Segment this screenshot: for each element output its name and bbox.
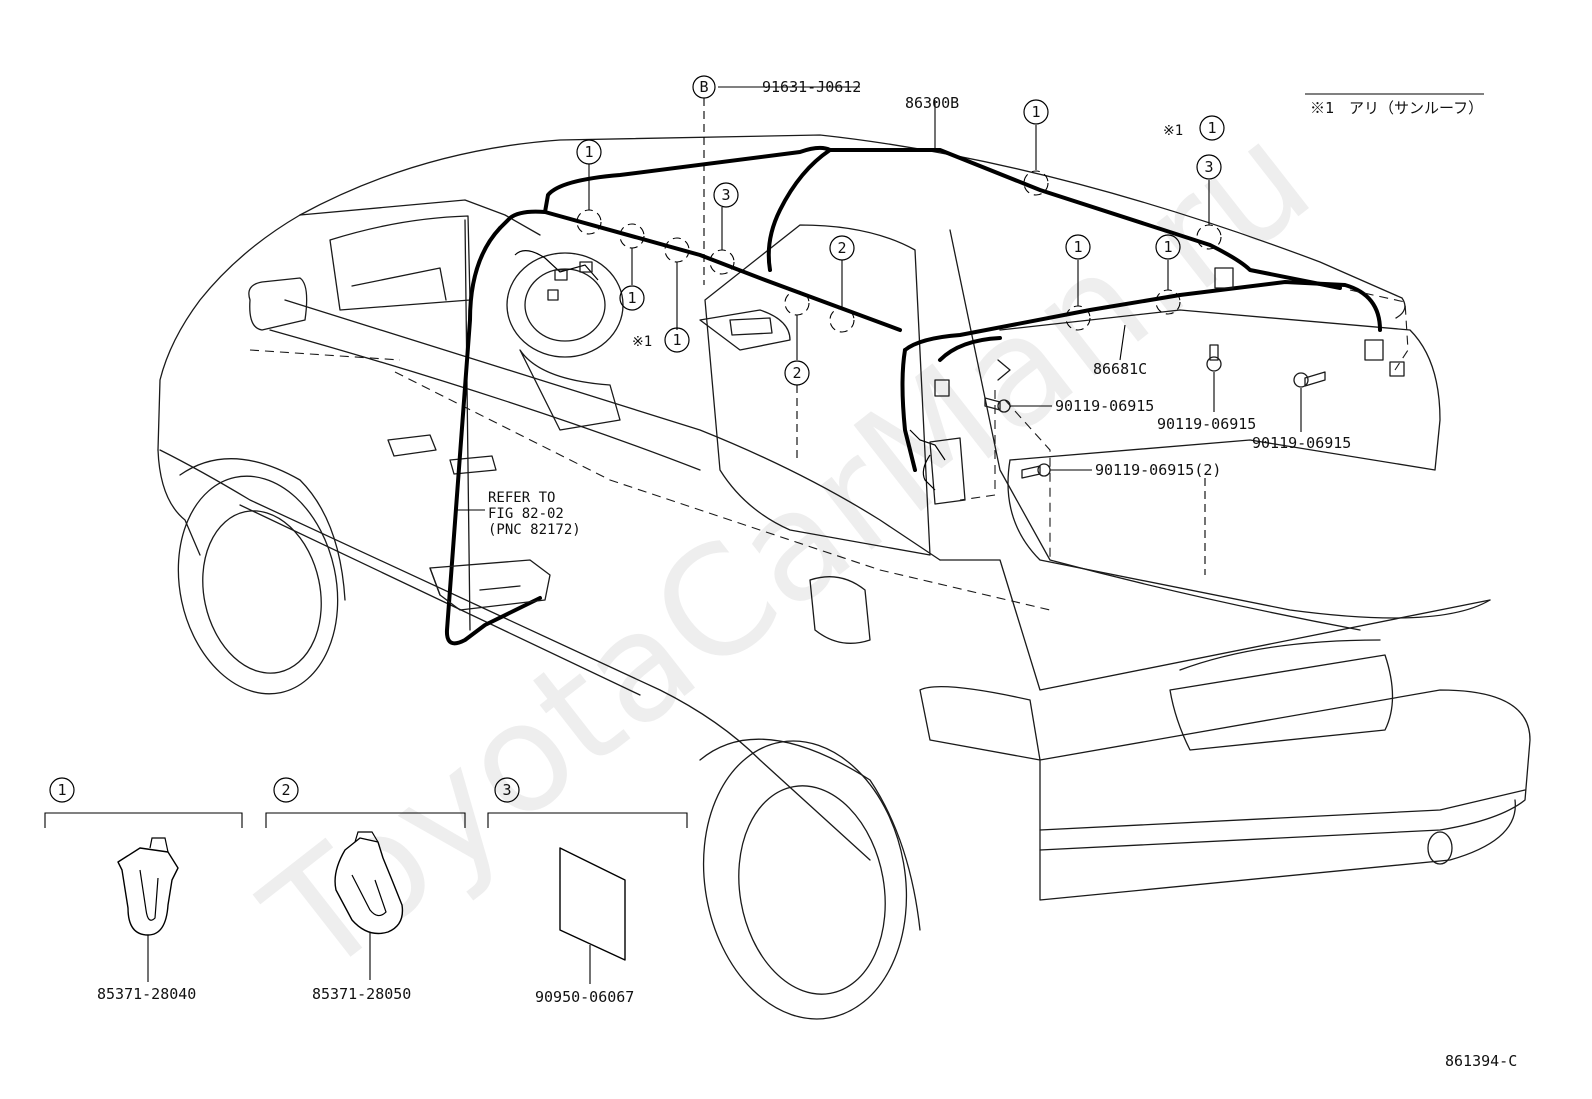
b-marker: B [692, 75, 716, 99]
note-ref-2: ※1 [632, 334, 652, 350]
refer-line-3: (PNC 82172) [488, 522, 581, 538]
svg-text:1: 1 [672, 331, 681, 349]
legend-item-1-part: 85371-28040 [97, 985, 196, 1003]
label-91631-j0612: 91631-J0612 [762, 78, 861, 96]
b-marker-letter: B [699, 78, 708, 96]
callout-1-c: 1 [664, 327, 690, 353]
legend-item-1-num: 1 [57, 781, 66, 799]
callout-3-b: 3 [1196, 154, 1222, 180]
callout-1-f: 1 [1065, 234, 1091, 260]
windshield-front [299, 199, 541, 236]
label-86681c: 86681C [1093, 360, 1147, 378]
svg-text:1: 1 [1031, 103, 1040, 121]
callout-1-b: 1 [619, 285, 645, 311]
svg-text:1: 1 [627, 289, 636, 307]
svg-text:2: 2 [792, 364, 801, 382]
watermark: ToyotaCarMan.ru [235, 91, 1342, 1010]
legend: 1 85371-28040 2 85371-28050 3 90950 [44, 777, 688, 1006]
label-86300b: 86300B [905, 94, 959, 112]
figure-code: 861394-C [1445, 1052, 1517, 1070]
label-90119-06915-b: 90119-06915 [1157, 415, 1256, 433]
legend-item-3-num: 3 [502, 781, 511, 799]
steering-wheel [506, 252, 624, 358]
label-90119-06915-d: 90119-06915(2) [1095, 461, 1221, 479]
side-mirror [248, 277, 308, 331]
refer-line-1: REFER TO [488, 490, 555, 506]
harness-86300b [444, 226, 542, 646]
legend-item-3: 3 90950-06067 [487, 777, 688, 1006]
fuel-door [809, 576, 871, 644]
middle-window [704, 224, 931, 556]
bolts [984, 344, 1326, 479]
tape-90950-06067-icon [559, 847, 626, 961]
front-door-window [329, 215, 471, 311]
callout-3-a: 3 [713, 182, 739, 208]
leader-lines [455, 86, 1302, 575]
legend-item-2-num: 2 [281, 781, 290, 799]
note-ref-1: ※1 [1163, 123, 1183, 139]
amplifier-unit [929, 437, 966, 505]
svg-text:3: 3 [721, 186, 730, 204]
legend-item-3-part: 90950-06067 [535, 988, 634, 1006]
callout-2-b: 2 [784, 360, 810, 386]
wiring-harness [429, 145, 1409, 646]
callout-1-g: 1 [1155, 234, 1181, 260]
rear-quarter-window [949, 229, 1361, 631]
legend-item-2-part: 85371-28050 [312, 985, 411, 1003]
refer-note: REFER TO FIG 82-02 (PNC 82172) [488, 490, 581, 538]
clip-85371-28040-icon [117, 847, 179, 936]
van-body [157, 134, 1531, 1020]
rear-lamp [919, 686, 1041, 761]
front-wheel [177, 475, 339, 695]
sunroof-note-text: ※1 アリ（サンルーフ） [1310, 99, 1483, 117]
label-90119-06915-c: 90119-06915 [1252, 434, 1351, 452]
exhaust [1427, 831, 1453, 865]
hood-outline [157, 214, 301, 451]
svg-text:1: 1 [1163, 238, 1172, 256]
legend-item-2: 2 85371-28050 [265, 777, 466, 1003]
callouts: 1 1 1 3 2 2 1 1 3 1 1 [576, 99, 1225, 386]
callout-1-d: 1 [1023, 99, 1049, 125]
svg-text:3: 3 [1204, 158, 1213, 176]
label-90119-06915-a: 90119-06915 [1055, 397, 1154, 415]
bolt-2 [1206, 344, 1222, 372]
belt-line [284, 299, 941, 561]
sunroof-note: ※1 アリ（サンルーフ） [1305, 93, 1484, 117]
side-sill [159, 449, 871, 861]
bolt-3 [1293, 371, 1326, 388]
rear-window [999, 309, 1441, 471]
watermark-text: ToyotaCarMan.ru [235, 91, 1342, 1010]
callout-2-a: 2 [829, 235, 855, 261]
svg-text:1: 1 [1073, 238, 1082, 256]
legend-item-1: 1 85371-28040 [44, 777, 243, 1003]
rear-bumper [1039, 689, 1531, 851]
callout-1-a: 1 [576, 139, 602, 165]
rear-wheel [702, 740, 908, 1020]
callout-1-e: 1 [1199, 115, 1225, 141]
refer-line-2: FIG 82-02 [488, 506, 564, 522]
svg-text:1: 1 [1207, 119, 1216, 137]
svg-text:2: 2 [837, 239, 846, 257]
svg-text:1: 1 [584, 143, 593, 161]
